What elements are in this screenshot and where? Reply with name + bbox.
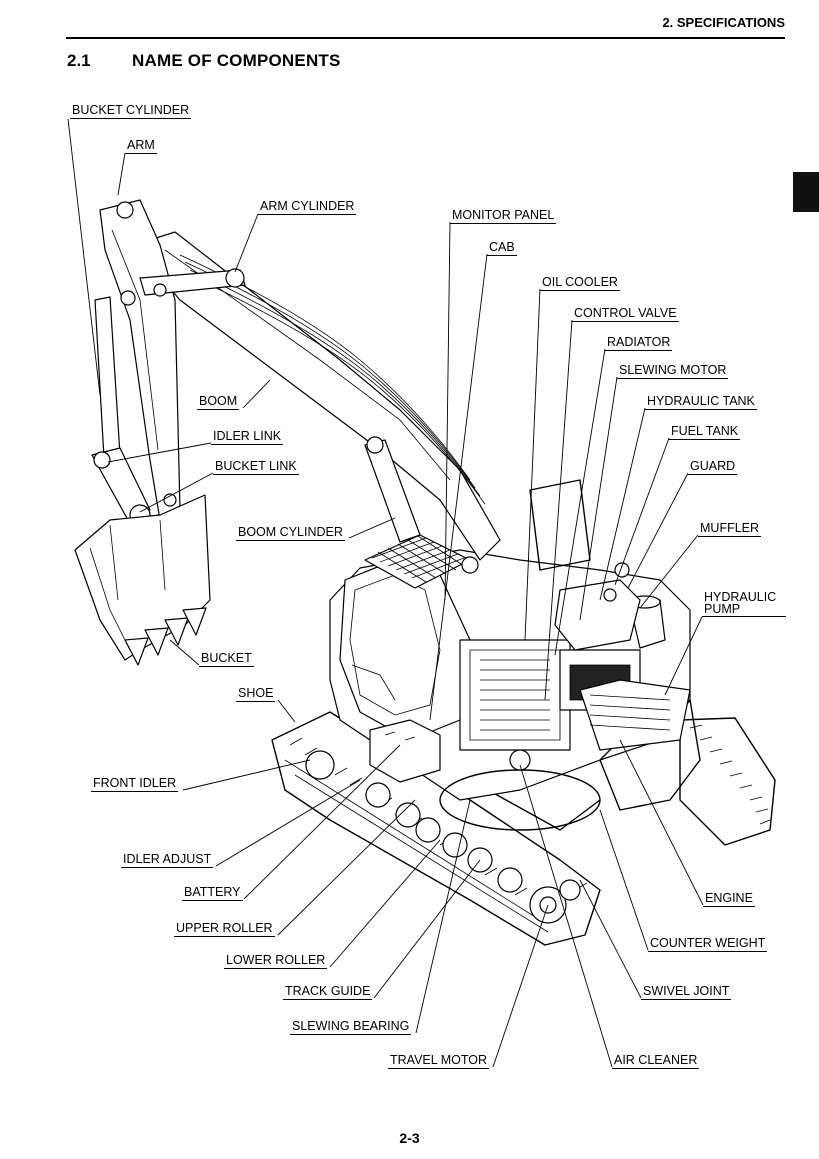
label-bucket-link: BUCKET LINK xyxy=(213,459,299,475)
page-number: 2-3 xyxy=(399,1130,420,1146)
label-idler-link: IDLER LINK xyxy=(211,429,284,445)
label-upper-roller: UPPER ROLLER xyxy=(174,921,275,937)
label-guard: GUARD xyxy=(688,459,738,475)
label-control-valve: CONTROL VALVE xyxy=(572,306,679,322)
excavator-illustration xyxy=(74,199,776,946)
header-rule xyxy=(66,37,785,39)
section-title: NAME OF COMPONENTS xyxy=(132,51,341,70)
label-boom: BOOM xyxy=(197,394,240,410)
label-radiator: RADIATOR xyxy=(605,335,673,351)
label-swivel-joint: SWIVEL JOINT xyxy=(641,984,732,1000)
label-slewing-motor: SLEWING MOTOR xyxy=(617,363,729,379)
label-bucket: BUCKET xyxy=(199,651,254,667)
label-boom-cylinder: BOOM CYLINDER xyxy=(236,525,345,541)
leader-lines xyxy=(67,118,704,1068)
label-battery: BATTERY xyxy=(182,885,243,901)
label-hydraulic-pump: HYDRAULIC PUMP xyxy=(702,591,786,617)
label-cab: CAB xyxy=(487,240,517,256)
label-idler-adjust: IDLER ADJUST xyxy=(121,852,214,868)
label-oil-cooler: OIL COOLER xyxy=(540,275,620,291)
chapter-tab-marker xyxy=(793,172,819,212)
label-track-guide: TRACK GUIDE xyxy=(283,984,373,1000)
label-arm-cylinder: ARM CYLINDER xyxy=(258,199,357,215)
chapter-header: 2. SPECIFICATIONS xyxy=(662,15,785,30)
section-number: 2.1 xyxy=(67,51,91,70)
label-travel-motor: TRAVEL MOTOR xyxy=(388,1053,490,1069)
label-bucket-cylinder: BUCKET CYLINDER xyxy=(70,103,192,119)
label-counter-weight: COUNTER WEIGHT xyxy=(648,936,768,952)
label-slewing-bearing: SLEWING BEARING xyxy=(290,1019,412,1035)
label-arm: ARM xyxy=(125,138,157,154)
label-lower-roller: LOWER ROLLER xyxy=(224,953,328,969)
label-monitor-panel: MONITOR PANEL xyxy=(450,208,557,224)
label-engine: ENGINE xyxy=(703,891,755,907)
label-shoe: SHOE xyxy=(236,686,276,702)
label-front-idler: FRONT IDLER xyxy=(91,776,179,792)
label-muffler: MUFFLER xyxy=(698,521,762,537)
label-hydraulic-tank: HYDRAULIC TANK xyxy=(645,394,757,410)
label-fuel-tank: FUEL TANK xyxy=(669,424,741,440)
label-air-cleaner: AIR CLEANER xyxy=(612,1053,700,1069)
